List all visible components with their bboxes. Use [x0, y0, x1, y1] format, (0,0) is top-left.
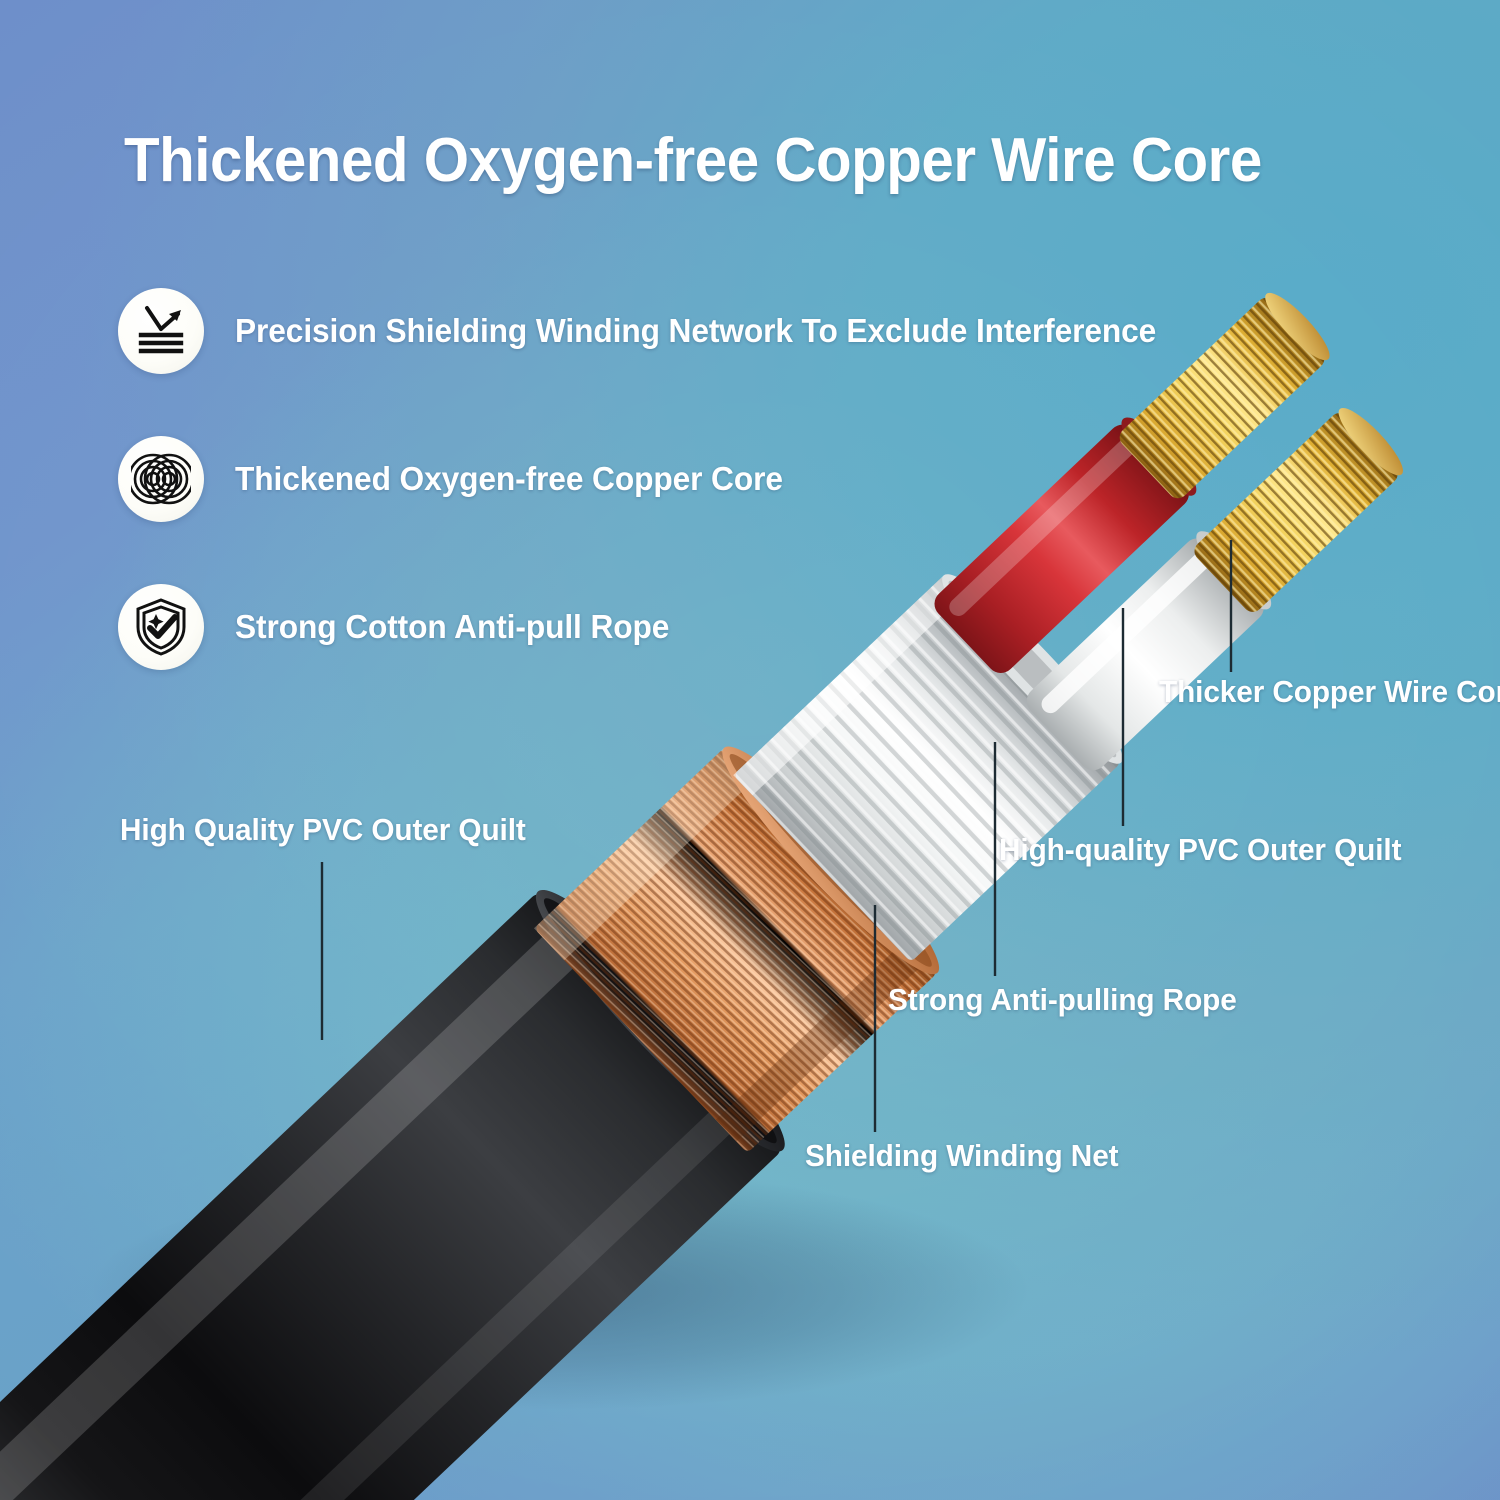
- feature-item-anti-pull-rope: Strong Cotton Anti-pull Rope: [118, 582, 1195, 672]
- callout-high-quality-pvc-outer-quilt-left: High Quality PVC Outer Quilt: [120, 812, 526, 847]
- page-title: Thickened Oxygen-free Copper Wire Core: [124, 126, 1262, 195]
- callout-shielding-winding-net: Shielding Winding Net: [805, 1138, 1119, 1173]
- shielding-reflection-icon: [118, 288, 204, 374]
- feature-item-shielding: Precision Shielding Winding Network To E…: [118, 286, 1195, 376]
- copper-strand-bundle-red: [1119, 292, 1330, 499]
- callout-high-quality-pvc-outer-quilt-right: High-quality PVC Outer Quilt: [999, 832, 1402, 867]
- feature-label: Precision Shielding Winding Network To E…: [235, 312, 1157, 349]
- concentric-copper-core-icon: [118, 436, 204, 522]
- feature-label: Thickened Oxygen-free Copper Core: [235, 460, 783, 497]
- copper-strand-bundle-white: [1194, 407, 1403, 612]
- red-insulated-conductor: [934, 292, 1330, 673]
- callout-thicker-copper-wire-core: Thicker Copper Wire Core: [1159, 674, 1500, 709]
- feature-label: Strong Cotton Anti-pull Rope: [235, 608, 670, 645]
- callout-strong-anti-pulling-rope: Strong Anti-pulling Rope: [888, 982, 1237, 1017]
- leader-lines: [320, 540, 1233, 1132]
- white-insulated-conductor: [1026, 407, 1403, 771]
- feature-list: Precision Shielding Winding Network To E…: [118, 286, 1195, 730]
- shield-check-icon: [118, 584, 204, 670]
- feature-item-copper-core: Thickened Oxygen-free Copper Core: [118, 434, 1195, 524]
